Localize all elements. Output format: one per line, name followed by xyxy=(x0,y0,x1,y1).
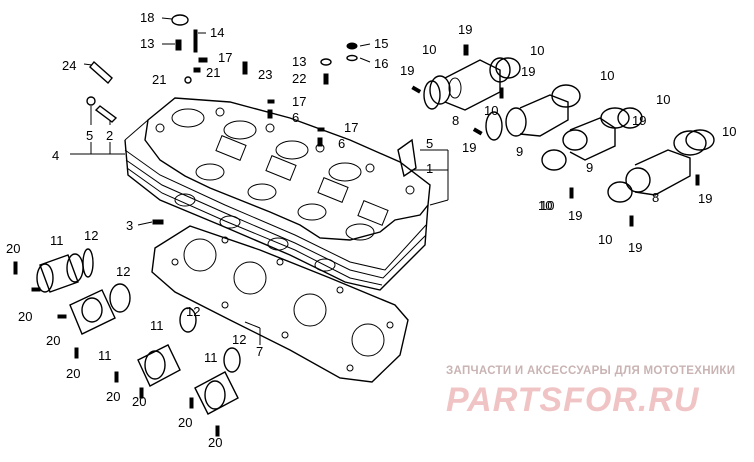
callout-1: 1 xyxy=(426,161,433,176)
callout-9: 9 xyxy=(586,160,593,175)
callout-3: 3 xyxy=(126,218,133,233)
callout-10: 10 xyxy=(422,42,436,57)
callout-20: 20 xyxy=(178,415,192,430)
callout-19: 19 xyxy=(632,113,646,128)
callout-20: 20 xyxy=(106,389,120,404)
callout-11: 11 xyxy=(150,318,164,333)
callout-10: 10 xyxy=(530,43,544,58)
callout-19: 19 xyxy=(628,240,642,255)
carb-insulators xyxy=(13,248,241,437)
watermark-tagline: ЗАПЧАСТИ И АКСЕССУАРЫ ДЛЯ МОТОТЕХНИКИ xyxy=(446,365,736,377)
watermark-logo: PARTSFOR.RU xyxy=(446,381,700,419)
callout-19: 19 xyxy=(458,22,472,37)
callout-17: 17 xyxy=(292,94,306,109)
callout-12: 12 xyxy=(84,228,98,243)
callout-23: 23 xyxy=(258,67,272,82)
callout-17: 17 xyxy=(218,50,232,65)
callout-8: 8 xyxy=(652,190,659,205)
callout-6: 6 xyxy=(292,110,299,125)
callout-22: 22 xyxy=(292,71,306,86)
callout-15: 15 xyxy=(374,36,388,51)
callout-6: 6 xyxy=(338,136,345,151)
callout-19: 19 xyxy=(400,63,414,78)
callout-20: 20 xyxy=(46,333,60,348)
callout-19: 19 xyxy=(698,191,712,206)
callout-13: 13 xyxy=(292,54,306,69)
callout-16: 16 xyxy=(374,56,388,71)
callout-12: 12 xyxy=(232,332,246,347)
callout-2: 2 xyxy=(106,128,113,143)
callout-19: 19 xyxy=(568,208,582,223)
callout-12: 12 xyxy=(186,304,200,319)
callout-5: 5 xyxy=(426,136,433,151)
callout-11: 11 xyxy=(98,348,112,363)
callout-9: 9 xyxy=(516,144,523,159)
callout-24: 24 xyxy=(62,58,76,73)
head-gasket xyxy=(151,225,409,383)
callout-14: 14 xyxy=(210,25,224,40)
top-hardware xyxy=(70,14,449,345)
callout-20: 20 xyxy=(208,435,222,450)
callout-21: 21 xyxy=(152,72,166,87)
callout-8: 8 xyxy=(452,113,459,128)
callout-19: 19 xyxy=(462,140,476,155)
callout-11: 11 xyxy=(50,233,64,248)
callout-21: 21 xyxy=(206,65,220,80)
callout-20: 20 xyxy=(18,309,32,324)
callout-10: 10 xyxy=(538,198,552,213)
callout-10: 10 xyxy=(484,103,498,118)
cylinder-head xyxy=(124,97,431,291)
callout-10: 10 xyxy=(722,124,736,139)
callout-5: 5 xyxy=(86,128,93,143)
callout-20: 20 xyxy=(66,366,80,381)
callout-13: 13 xyxy=(140,36,154,51)
callout-19: 19 xyxy=(521,64,535,79)
callout-17: 17 xyxy=(344,120,358,135)
callout-7: 7 xyxy=(256,344,263,359)
callout-10: 10 xyxy=(540,198,554,213)
callout-labels: 18 14 13 17 21 21 24 23 13 22 15 16 17 6… xyxy=(6,10,736,450)
callout-20: 20 xyxy=(6,241,20,256)
callout-4: 4 xyxy=(52,148,59,163)
callout-18: 18 xyxy=(140,10,154,25)
callout-10: 10 xyxy=(600,68,614,83)
callout-12: 12 xyxy=(116,264,130,279)
callout-20: 20 xyxy=(132,394,146,409)
callout-11: 11 xyxy=(204,350,218,365)
callout-10: 10 xyxy=(656,92,670,107)
callout-10: 10 xyxy=(598,232,612,247)
intake-boots xyxy=(411,44,715,227)
